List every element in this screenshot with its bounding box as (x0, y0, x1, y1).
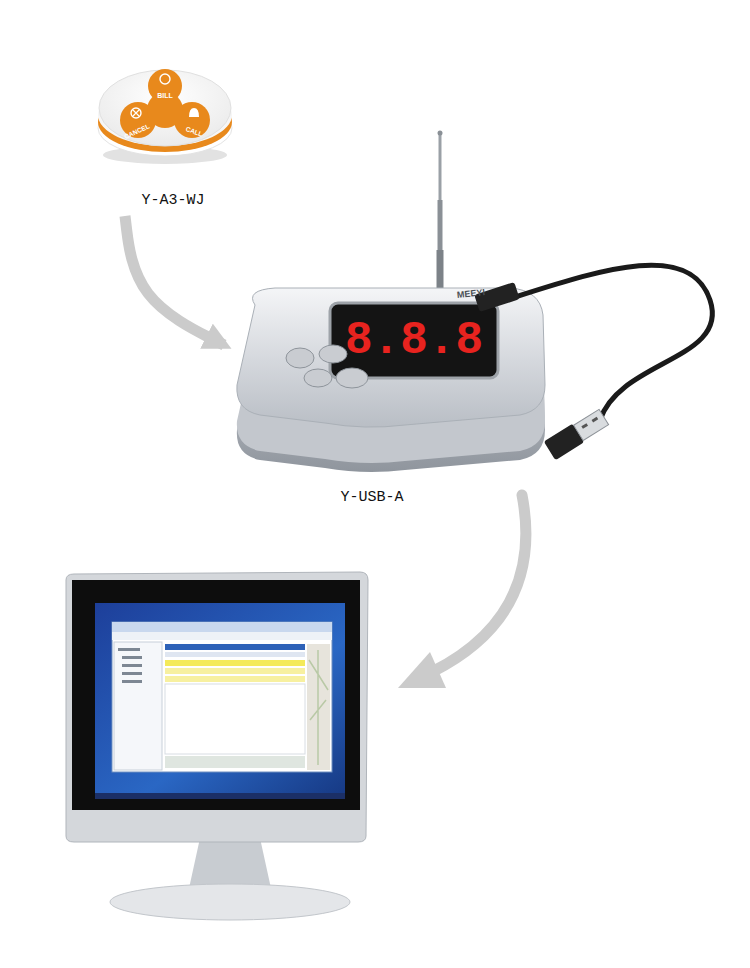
receiver: MEEYI 8.8.8Y-USB-A (225, 125, 620, 515)
button-label: CANCEL (123, 123, 150, 140)
model-name: Y-USB-A (340, 490, 403, 505)
brand-name: MEEYI (457, 288, 486, 300)
call-button (98, 69, 232, 164)
model-name: Y-A3-WJ (141, 193, 204, 208)
button-label: BILL (157, 92, 173, 99)
flow-arrow (125, 216, 224, 345)
receiver (237, 131, 713, 473)
computer-monitor (66, 572, 368, 920)
display-digits: 8.8.8 (345, 318, 483, 364)
button-label: CALL (185, 126, 204, 138)
call-button: BILL CANCEL CALL Y-A3-WJ (95, 65, 265, 215)
flow-arrow (398, 495, 526, 688)
